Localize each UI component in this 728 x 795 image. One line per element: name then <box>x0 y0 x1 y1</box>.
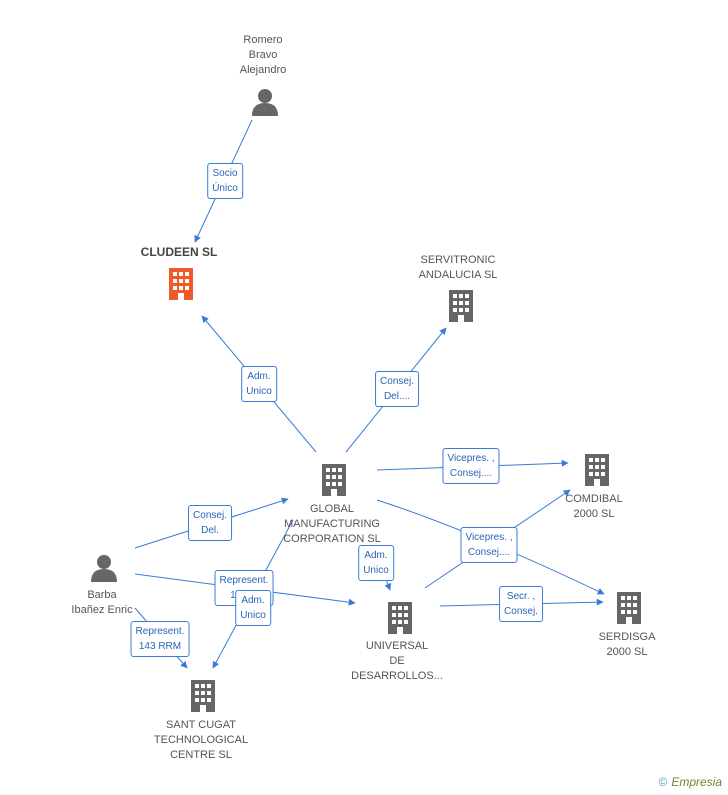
edge-label-line: Represent. <box>219 575 269 586</box>
edge-label-line: Represent. <box>135 626 185 637</box>
edge-label-line: Adm. <box>364 550 388 561</box>
node-label-line: COMDIBAL <box>565 493 623 505</box>
node-label-barba[interactable]: Barba Ibañez Enric <box>71 588 132 618</box>
edge-label-line: Secr. , <box>506 591 536 602</box>
node-label-line: UNIVERSAL <box>365 640 429 652</box>
node-label-line: GLOBAL <box>309 503 355 515</box>
edge-label-line: Adm. <box>241 595 265 606</box>
building-icon[interactable] <box>164 266 198 300</box>
node-label-line: Romero <box>243 34 283 46</box>
edge-label-secr-consej[interactable]: Secr. , Consej. <box>499 586 543 622</box>
node-label-line: CENTRE SL <box>170 749 232 761</box>
node-label-romero[interactable]: Romero Bravo Alejandro <box>240 33 286 78</box>
edge-label-line: Unico <box>363 565 389 576</box>
edge-label-adm-unico-universal[interactable]: Adm. Unico <box>358 545 394 581</box>
brand-name: Empresia <box>671 775 722 789</box>
edge-label-line: 143 RRM <box>138 641 182 652</box>
edge-label-vicepres-comdibal[interactable]: Vicepres. , Consej.... <box>442 448 500 484</box>
edge-label-line: Socio <box>212 168 238 179</box>
node-label-line: SANT CUGAT <box>166 719 236 731</box>
edge-label-socio-unico[interactable]: Socio Único <box>207 163 243 199</box>
node-label-cludeen[interactable]: CLUDEEN SL <box>141 245 218 260</box>
edge-label-adm-unico-cludeen[interactable]: Adm. Unico <box>241 366 277 402</box>
building-icon[interactable] <box>383 600 417 634</box>
building-icon[interactable] <box>444 288 478 322</box>
node-label-servitronic[interactable]: SERVITRONIC ANDALUCIA SL <box>419 253 498 283</box>
node-label-line: Barba <box>87 589 117 601</box>
edge-label-line: Consej.... <box>467 547 511 558</box>
edge-label-line: Unico <box>246 386 272 397</box>
node-label-line: Bravo <box>248 49 278 61</box>
node-label-line: Ibañez Enric <box>71 604 133 616</box>
node-label-line: CORPORATION SL <box>283 533 381 545</box>
person-icon[interactable] <box>89 554 119 582</box>
node-label-line: ANDALUCIA SL <box>418 269 498 281</box>
node-label-santcugat[interactable]: SANT CUGAT TECHNOLOGICAL CENTRE SL <box>154 718 248 763</box>
edge-label-line: Del.... <box>383 391 411 402</box>
person-icon[interactable] <box>250 88 280 116</box>
edge-label-line: Consej. <box>504 606 538 617</box>
node-label-line: 2000 SL <box>573 508 615 520</box>
copyright-icon: © <box>658 775 668 789</box>
node-label-global[interactable]: GLOBAL MANUFACTURING CORPORATION SL <box>283 502 381 547</box>
node-label-comdibal[interactable]: COMDIBAL 2000 SL <box>565 492 622 522</box>
edge-label-line: Consej. <box>380 376 414 387</box>
node-label-line: DESARROLLOS... <box>351 670 443 682</box>
node-label-line: SERVITRONIC <box>420 254 496 266</box>
edge-label-line: Consej. <box>193 510 227 521</box>
node-label-line: Alejandro <box>239 64 287 76</box>
building-icon[interactable] <box>317 462 351 496</box>
edge-label-line: Adm. <box>247 371 271 382</box>
edge-label-line: Vicepres. , <box>447 453 495 464</box>
edge-label-consej-del-servitronic[interactable]: Consej. Del.... <box>375 371 419 407</box>
building-icon[interactable] <box>612 590 646 624</box>
edge-label-represent-143-rrm[interactable]: Represent. 143 RRM <box>130 621 190 657</box>
brand-logo: ©Empresia <box>658 775 722 789</box>
node-label-line: DE <box>389 655 405 667</box>
edge-label-line: Unico <box>240 610 266 621</box>
node-label-line: CLUDEEN SL <box>140 245 218 259</box>
edge-label-vicepres-serdisga[interactable]: Vicepres. , Consej.... <box>460 527 518 563</box>
node-label-line: 2000 SL <box>606 646 648 658</box>
building-icon[interactable] <box>580 452 614 486</box>
node-label-line: TECHNOLOGICAL <box>153 734 249 746</box>
node-label-serdisga[interactable]: SERDISGA 2000 SL <box>599 630 656 660</box>
edge-label-line: Único <box>212 183 238 194</box>
edge-label-consej-del-global[interactable]: Consej. Del. <box>188 505 232 541</box>
edge-label-adm-unico-santcugat[interactable]: Adm. Unico <box>235 590 271 626</box>
edge-label-line: Consej.... <box>449 468 493 479</box>
node-label-line: SERDISGA <box>598 631 656 643</box>
building-icon[interactable] <box>186 678 220 712</box>
node-label-universal[interactable]: UNIVERSAL DE DESARROLLOS... <box>351 639 443 684</box>
node-label-line: MANUFACTURING <box>284 518 380 530</box>
edge-label-line: Del. <box>201 525 219 536</box>
edge-label-line: Vicepres. , <box>465 532 513 543</box>
